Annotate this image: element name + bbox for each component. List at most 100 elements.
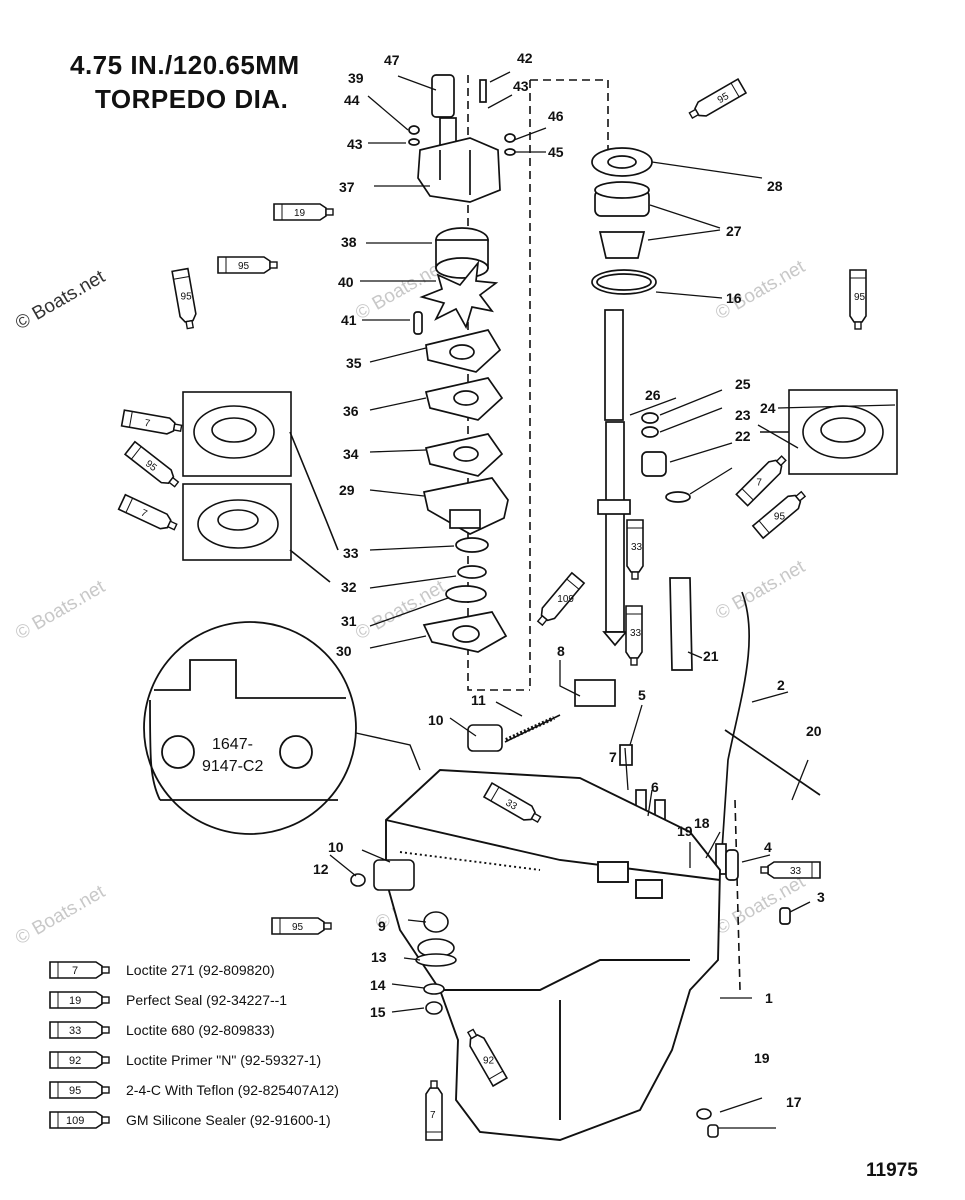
tube-icon: 7 xyxy=(117,493,180,535)
callout-label: 16 xyxy=(726,290,742,306)
tube-icon: 95 xyxy=(49,1081,110,1099)
callout-label: 8 xyxy=(557,643,565,659)
tube-icon: 7 xyxy=(425,1080,443,1141)
svg-text:92: 92 xyxy=(69,1055,81,1067)
callout-label: 41 xyxy=(341,312,357,328)
callout-label: 5 xyxy=(638,687,646,703)
inset-label-line-2: 9147-C2 xyxy=(202,758,263,775)
svg-text:95: 95 xyxy=(181,292,193,303)
svg-text:109: 109 xyxy=(66,1115,84,1127)
callout-label: 40 xyxy=(338,274,354,290)
legend-text: Loctite 271 (92-809820) xyxy=(126,962,275,978)
watermark-faint: © Boats.net xyxy=(12,881,109,949)
watermark-faint: © Boats.net xyxy=(352,256,449,324)
svg-text:95: 95 xyxy=(716,91,732,106)
tube-icon: 95 xyxy=(271,917,332,935)
tube-icon: 109 xyxy=(533,572,585,630)
callout-label: 4 xyxy=(764,839,772,855)
svg-text:7: 7 xyxy=(143,418,151,430)
svg-text:95: 95 xyxy=(238,261,250,272)
callout-label: 30 xyxy=(336,643,352,659)
callout-label: 44 xyxy=(344,92,360,108)
gearcase-housing xyxy=(385,769,721,1141)
tube-icon: 95 xyxy=(124,440,183,492)
tube-icon: 7 xyxy=(49,961,110,979)
legend-text: GM Silicone Sealer (92-91600-1) xyxy=(126,1112,331,1128)
callout-label: 33 xyxy=(343,545,359,561)
svg-text:19: 19 xyxy=(69,995,81,1007)
legend-text: 2-4-C With Teflon (92-825407A12) xyxy=(126,1082,339,1098)
callout-label: 47 xyxy=(384,52,400,68)
tube-icon: 92 xyxy=(462,1026,508,1087)
tube-icon: 95 xyxy=(752,487,810,539)
inset-label-line-1: 1647- xyxy=(212,736,253,753)
svg-text:33: 33 xyxy=(630,628,642,639)
tube-icon: 92 xyxy=(49,1051,110,1069)
tube-icon: 33 xyxy=(760,861,821,879)
tube-icon: 95 xyxy=(849,269,867,330)
leader-lines xyxy=(329,71,896,1129)
callout-label: 9 xyxy=(378,918,386,934)
seal-detail-boxes xyxy=(182,389,898,583)
callout-label: 28 xyxy=(767,178,783,194)
callout-label: 12 xyxy=(313,861,329,877)
callout-label: 32 xyxy=(341,579,357,595)
callout-label: 27 xyxy=(726,223,742,239)
svg-text:95: 95 xyxy=(292,922,304,933)
callout-label: 46 xyxy=(548,108,564,124)
tube-icon: 95 xyxy=(686,78,747,124)
legend-row: 109 GM Silicone Sealer (92-91600-1) xyxy=(48,1108,331,1132)
watermark-faint: © Boats.net xyxy=(12,576,109,644)
callout-label: 29 xyxy=(339,482,355,498)
callout-label: 39 xyxy=(348,70,364,86)
legend-row: 95 2-4-C With Teflon (92-825407A12) xyxy=(48,1078,339,1102)
callout-label: 3 xyxy=(817,889,825,905)
tube-icon: 33 xyxy=(626,519,644,580)
svg-text:95: 95 xyxy=(69,1085,81,1097)
watermark-faint: © Boats.net xyxy=(712,556,809,624)
svg-text:92: 92 xyxy=(483,1055,495,1066)
callout-label: 42 xyxy=(517,50,533,66)
title-line-2: TORPEDO DIA. xyxy=(95,84,289,114)
svg-text:7: 7 xyxy=(139,508,149,521)
svg-text:19: 19 xyxy=(294,208,306,219)
callout-label: 18 xyxy=(694,815,710,831)
callout-label: 2 xyxy=(777,677,785,693)
callout-numbers: 1 2 3 4 5 6 7 8 9 10 10 11 12 13 14 15 1… xyxy=(313,50,825,1110)
callout-label: 37 xyxy=(339,179,355,195)
legend-row: 19 Perfect Seal (92-34227--1 xyxy=(48,988,287,1012)
svg-text:33: 33 xyxy=(504,798,520,813)
callout-label: 19 xyxy=(677,823,693,839)
tube-icon: 33 xyxy=(49,1021,110,1039)
callout-label: 34 xyxy=(343,446,359,462)
callout-label: 10 xyxy=(328,839,344,855)
sealant-tubes: 95 19 95 95 7 95 7 95 7 95 109 33 33 95 … xyxy=(117,78,867,1141)
callout-label: 31 xyxy=(341,613,357,629)
callout-label: 10 xyxy=(428,712,444,728)
callout-label: 26 xyxy=(645,387,661,403)
callout-label: 14 xyxy=(370,977,386,993)
callout-label: 22 xyxy=(735,428,751,444)
callout-label: 43 xyxy=(513,78,529,94)
callout-label: 11 xyxy=(471,692,486,708)
callout-label: 36 xyxy=(343,403,359,419)
callout-label: 23 xyxy=(735,407,751,423)
svg-text:7: 7 xyxy=(72,965,78,977)
watermark-main: © Boats.net xyxy=(12,266,109,334)
svg-text:95: 95 xyxy=(854,292,866,303)
diagram-number: 11975 xyxy=(866,1160,918,1181)
tube-icon: 19 xyxy=(49,991,110,1009)
callout-label: 24 xyxy=(760,400,776,416)
svg-text:95: 95 xyxy=(774,511,786,522)
callout-label: 38 xyxy=(341,234,357,250)
water-pump-stack xyxy=(408,74,516,653)
svg-text:7: 7 xyxy=(756,478,762,489)
callout-label: 1 xyxy=(765,990,773,1006)
title-line-1: 4.75 IN./120.65MM xyxy=(70,50,300,80)
callout-label: 20 xyxy=(806,723,822,739)
svg-text:109: 109 xyxy=(557,594,574,605)
inset-detail: 1647- 9147-C2 xyxy=(143,621,421,835)
callout-label: 21 xyxy=(703,648,719,664)
svg-text:33: 33 xyxy=(631,542,643,553)
